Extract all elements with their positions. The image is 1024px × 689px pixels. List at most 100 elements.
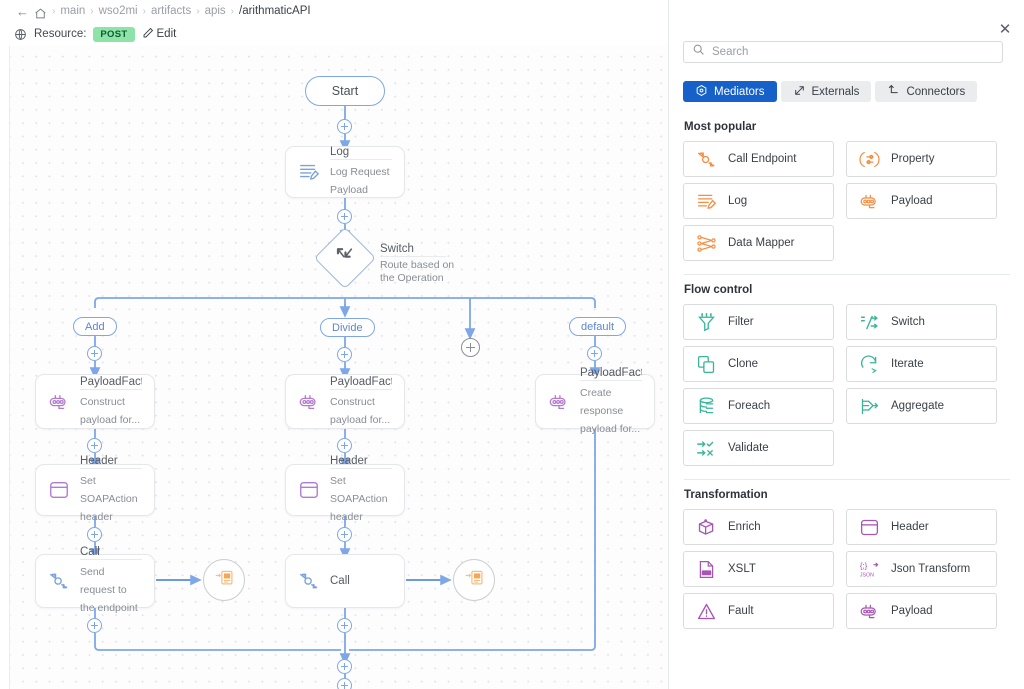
tab-label: Connectors — [906, 85, 966, 98]
node-payloadfactory-divide[interactable]: PayloadFactory Construct payload for... — [285, 374, 405, 429]
edit-label: Edit — [156, 28, 177, 40]
palette-item-clone[interactable]: Clone — [683, 346, 834, 382]
back-arrow-icon[interactable]: ← — [16, 3, 29, 19]
node-switch[interactable] — [313, 226, 377, 290]
node-header-divide[interactable]: Header Set SOAPAction header — [285, 455, 405, 523]
iterate-icon — [858, 353, 880, 375]
breadcrumb-item-artifacts[interactable]: artifacts — [150, 5, 192, 17]
json-transform-icon: {;}JSON — [858, 558, 880, 580]
add-mediator-button[interactable] — [587, 346, 602, 361]
add-mediator-button[interactable] — [337, 209, 352, 224]
log-icon — [297, 160, 321, 184]
endpoint-node-add[interactable] — [203, 559, 245, 601]
call-icon — [47, 569, 71, 593]
add-mediator-button[interactable] — [87, 438, 102, 453]
mediators-icon — [695, 84, 708, 100]
palette-item-payload-transform[interactable]: Payload — [846, 593, 997, 629]
breadcrumb-item-main[interactable]: main — [60, 5, 86, 17]
palette-item-xslt[interactable]: XSLT — [683, 551, 834, 587]
palette-item-foreach[interactable]: Foreach — [683, 388, 834, 424]
branch-pill-divide[interactable]: Divide — [320, 318, 375, 337]
aggregate-icon — [858, 395, 880, 417]
node-payloadfactory-default[interactable]: PayloadFactory Create response payload f… — [535, 367, 655, 435]
palette-item-label: Payload — [891, 195, 933, 207]
palette-item-label: Iterate — [891, 358, 924, 370]
palette-item-enrich[interactable]: Enrich — [683, 509, 834, 545]
node-payloadfactory-add[interactable]: PayloadFactory Construct payload for... — [35, 374, 155, 429]
validate-icon — [695, 437, 717, 459]
add-mediator-button[interactable] — [337, 659, 352, 674]
endpoint-icon — [214, 568, 234, 593]
palette-sections: Most popular Call Endpoint Property — [669, 112, 1024, 689]
payload-icon — [547, 390, 571, 414]
diagram-editor: ← › main › wso2mi › artifacts › apis › /… — [0, 3, 668, 689]
palette-item-property[interactable]: Property — [846, 141, 997, 177]
add-branch-button[interactable] — [461, 338, 480, 357]
node-header-add[interactable]: Header Set SOAPAction header — [35, 455, 155, 523]
close-icon[interactable]: ✕ — [998, 20, 1012, 38]
add-mediator-button[interactable] — [87, 527, 102, 542]
add-mediator-button[interactable] — [337, 438, 352, 453]
filter-icon — [695, 311, 717, 333]
node-desc: Set SOAPAction header — [330, 475, 388, 523]
fault-icon — [695, 600, 717, 622]
add-mediator-button[interactable] — [337, 618, 352, 633]
search-field-wrapper — [683, 41, 1003, 63]
home-icon[interactable] — [34, 7, 47, 20]
search-input-box[interactable] — [683, 41, 1003, 63]
start-node[interactable]: Start — [305, 76, 385, 106]
connectors-icon — [887, 84, 900, 100]
palette-item-label: Fault — [728, 605, 754, 617]
tab-connectors[interactable]: Connectors — [875, 81, 978, 102]
node-call-add[interactable]: Call Send request to the endpoint — [35, 546, 155, 614]
flow-canvas[interactable]: Start Log Log Request Payload — [0, 46, 668, 689]
palette-item-call-endpoint[interactable]: Call Endpoint — [683, 141, 834, 177]
palette-item-json-transform[interactable]: {;}JSON Json Transform — [846, 551, 997, 587]
branch-pill-add[interactable]: Add — [73, 317, 117, 336]
endpoint-node-divide[interactable] — [453, 559, 495, 601]
edit-button[interactable]: Edit — [142, 27, 177, 42]
node-desc: Construct payload for... — [80, 395, 141, 426]
search-input[interactable] — [712, 46, 962, 58]
section-grid-transformation: Enrich Header XSLT {;}JSON — [683, 509, 1011, 629]
breadcrumb-item-apis[interactable]: apis — [204, 5, 226, 17]
breadcrumb-item-current[interactable]: /arithmaticAPI — [239, 5, 311, 17]
node-log[interactable]: Log Log Request Payload — [285, 146, 405, 198]
palette-item-iterate[interactable]: Iterate — [846, 346, 997, 382]
palette-item-fault[interactable]: Fault — [683, 593, 834, 629]
palette-item-label: Clone — [728, 358, 759, 370]
globe-icon — [14, 28, 27, 41]
palette-item-filter[interactable]: Filter — [683, 304, 834, 340]
add-mediator-button[interactable] — [87, 346, 102, 361]
add-mediator-button[interactable] — [337, 119, 352, 134]
node-desc: Send request to the endpoint — [80, 566, 138, 614]
palette-item-label: XSLT — [728, 563, 756, 575]
palette-item-validate[interactable]: Validate — [683, 430, 834, 466]
call-endpoint-icon — [695, 148, 717, 170]
branch-pill-default[interactable]: default — [569, 317, 627, 336]
add-mediator-button[interactable] — [337, 678, 352, 689]
tab-externals[interactable]: Externals — [780, 81, 872, 102]
tab-mediators[interactable]: Mediators — [683, 81, 777, 102]
breadcrumb-item-wso2mi[interactable]: wso2mi — [98, 5, 138, 17]
palette-item-label: Validate — [728, 442, 769, 454]
node-desc: Set SOAPAction header — [80, 475, 138, 523]
palette-item-data-mapper[interactable]: Data Mapper — [683, 225, 834, 261]
add-mediator-button[interactable] — [337, 347, 352, 362]
node-title: Header — [80, 455, 142, 469]
palette-item-label: Log — [728, 195, 748, 207]
add-mediator-button[interactable] — [337, 527, 352, 542]
payload-icon — [858, 190, 880, 212]
add-mediator-button[interactable] — [87, 618, 102, 633]
palette-item-header[interactable]: Header — [846, 509, 997, 545]
log-icon — [695, 190, 717, 212]
palette-item-switch[interactable]: Switch — [846, 304, 997, 340]
palette-item-aggregate[interactable]: Aggregate — [846, 388, 997, 424]
palette-item-label: Switch — [891, 316, 925, 328]
resource-label: Resource: — [34, 28, 87, 40]
palette-item-log[interactable]: Log — [683, 183, 834, 219]
node-call-divide[interactable]: Call — [285, 554, 405, 608]
tab-label: Externals — [811, 85, 860, 98]
palette-item-payload[interactable]: Payload — [846, 183, 997, 219]
search-icon — [692, 43, 705, 61]
